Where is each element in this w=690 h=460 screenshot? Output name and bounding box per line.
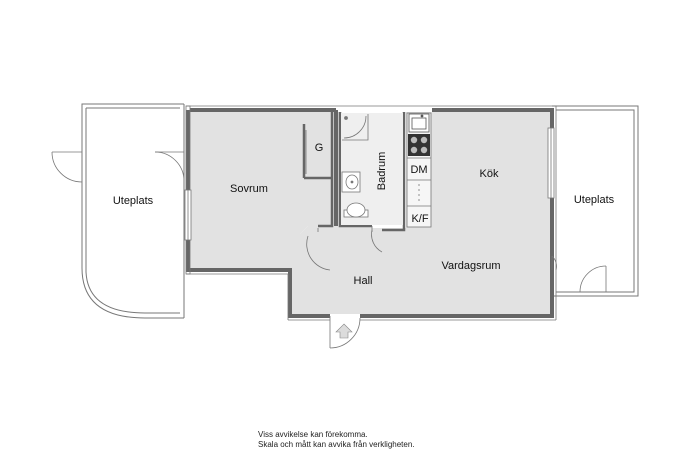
disclaimer-line-2: Skala och mått kan avvika från verklighe… bbox=[258, 440, 415, 449]
toilet-icon bbox=[343, 202, 369, 218]
label-uteplats-left: Uteplats bbox=[113, 195, 154, 207]
stove-icon bbox=[408, 134, 430, 156]
label-garderob: G bbox=[315, 142, 324, 154]
door-swings bbox=[306, 226, 557, 271]
label-kf: K/F bbox=[411, 213, 428, 225]
windows bbox=[184, 127, 555, 241]
label-uteplats-right: Uteplats bbox=[574, 194, 615, 206]
patio-left-door-swing bbox=[51, 151, 185, 183]
sovrum-floor bbox=[190, 112, 332, 268]
patio-left bbox=[81, 103, 185, 319]
label-vardagsrum: Vardagsrum bbox=[441, 260, 500, 272]
outer-walls-outline bbox=[185, 105, 557, 321]
entrance-arrow-icon bbox=[335, 323, 353, 339]
sink-icon bbox=[341, 171, 361, 193]
patio-right bbox=[552, 105, 639, 297]
disclaimer-line-1: Viss avvikelse kan förekomma. bbox=[258, 430, 368, 439]
disclaimer: Viss avvikelse kan förekomma. Skala och … bbox=[258, 430, 415, 450]
label-kok: Kök bbox=[480, 168, 499, 180]
kitchen-appliance-boxes bbox=[407, 157, 431, 207]
patio-right-door-swing bbox=[579, 265, 607, 293]
interior-walls bbox=[302, 112, 406, 232]
shower-icon bbox=[342, 114, 369, 141]
label-dm: DM bbox=[410, 164, 427, 176]
label-sovrum: Sovrum bbox=[230, 183, 268, 195]
label-hall: Hall bbox=[354, 275, 373, 287]
kitchen-sink-icon bbox=[408, 113, 430, 133]
entrance-door bbox=[329, 316, 361, 349]
label-badrum: Badrum bbox=[376, 152, 388, 191]
